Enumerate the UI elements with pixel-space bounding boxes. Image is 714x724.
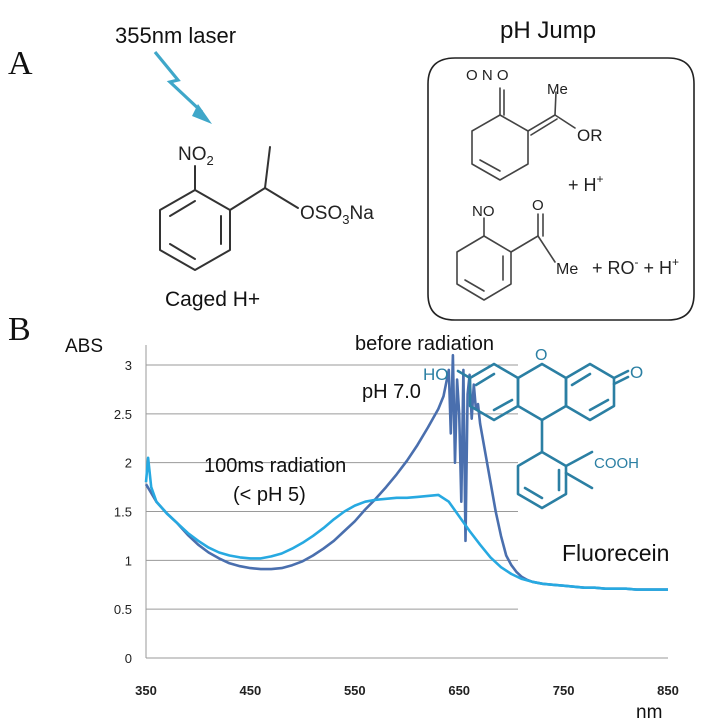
- ph-jump-title: pH Jump: [500, 17, 596, 44]
- laser-arrow: [153, 50, 212, 124]
- plus-proton-1: + H+: [568, 172, 604, 195]
- alkoxide-label: + RO- + H+: [592, 255, 679, 278]
- methyl-label-2: Me: [556, 261, 578, 278]
- methyl-label-1: Me: [547, 81, 568, 98]
- fluorescein-ho-label: HO: [423, 365, 449, 384]
- chart-series: [144, 353, 668, 591]
- y-tick-label: 0: [125, 651, 132, 666]
- panel-b-letter: B: [8, 311, 31, 348]
- aci-nitro-label: O N O: [466, 67, 509, 84]
- fluorescein-structure: [456, 362, 630, 510]
- or-label: OR: [577, 126, 603, 145]
- x-tick-label: 450: [240, 683, 262, 698]
- ketone-o-label: O: [532, 197, 544, 214]
- aci-nitro-structure: [471, 87, 576, 181]
- y-axis-label: ABS: [65, 336, 103, 357]
- series-line-after: [144, 456, 668, 591]
- x-axis-label: nm: [636, 702, 662, 723]
- y-tick-label: 3: [125, 358, 132, 373]
- fluorescein-keto-o-label: O: [630, 363, 643, 382]
- caged-proton-label: Caged H+: [165, 288, 260, 311]
- annotation-before-radiation: before radiation: [355, 333, 494, 355]
- x-tick-label: 350: [135, 683, 157, 698]
- annotation-100ms-radiation: 100ms radiation: [204, 455, 346, 477]
- nitroso-ketone-structure: [456, 213, 556, 301]
- fluorescein-cooh-label: COOH: [594, 455, 639, 472]
- ph-jump-box: [427, 57, 695, 321]
- x-tick-label: 850: [657, 683, 679, 698]
- nitro-group-label: NO2: [178, 144, 214, 168]
- fluorescein-label: Fluorecein: [562, 540, 669, 566]
- y-tick-label: 2.5: [114, 407, 132, 422]
- sulfate-group-label: OSO3Na: [300, 203, 374, 227]
- annotation-ph7: pH 7.0: [362, 381, 421, 403]
- panel-a-letter: A: [8, 45, 33, 82]
- x-tick-labels: 350 450 550 650 750 850: [135, 683, 679, 698]
- y-tick-label: 2: [125, 456, 132, 471]
- nitroso-label: NO: [472, 203, 495, 220]
- caged-proton-structure: [159, 146, 299, 271]
- x-tick-label: 650: [448, 683, 470, 698]
- x-tick-label: 750: [553, 683, 575, 698]
- y-tick-label: 0.5: [114, 602, 132, 617]
- y-tick-labels: 0 0.5 1 1.5 2 2.5 3: [114, 358, 132, 666]
- x-tick-label: 550: [344, 683, 366, 698]
- y-tick-label: 1.5: [114, 505, 132, 520]
- fluorescein-ring-o-label: O: [535, 347, 547, 364]
- laser-label: 355nm laser: [115, 23, 236, 48]
- annotation-ph5: (< pH 5): [233, 484, 306, 506]
- y-tick-label: 1: [125, 553, 132, 568]
